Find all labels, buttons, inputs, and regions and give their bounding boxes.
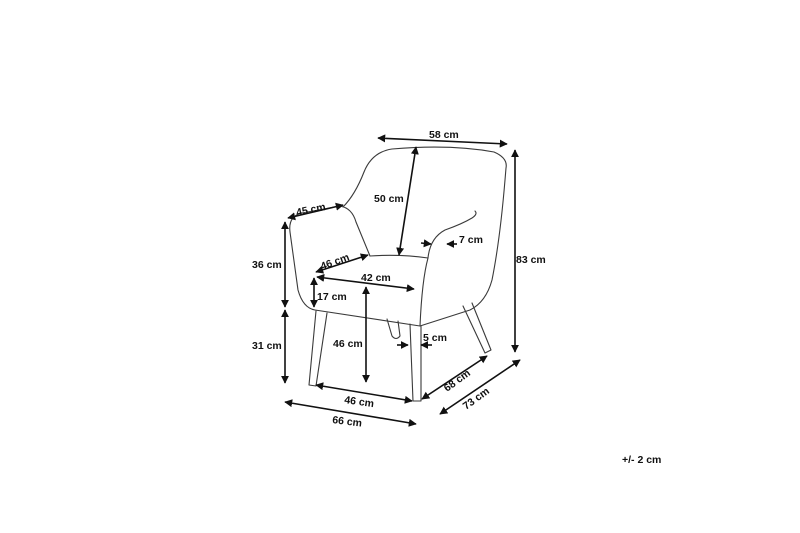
label-leg-width: 5 cm: [423, 332, 447, 344]
right-armrest: [419, 167, 507, 327]
label-depth: 68 cm: [442, 367, 473, 394]
label-seat-height: 46 cm: [333, 338, 363, 350]
label-seat-depth: 46 cm: [319, 251, 351, 272]
label-armrest-depth: 45 cm: [295, 201, 327, 219]
label-top-width: 58 cm: [429, 129, 459, 141]
chair-back: [342, 146, 507, 208]
label-total-width: 66 cm: [332, 414, 363, 430]
right-back-leg: [462, 302, 492, 354]
label-leg-span: 46 cm: [344, 394, 375, 410]
dimension-arrows: [281, 134, 521, 427]
chair-outline: [289, 146, 507, 402]
seat-top: [369, 254, 429, 259]
left-back-leg: [386, 318, 401, 340]
label-leg-height: 31 cm: [252, 340, 282, 352]
label-backrest-height: 50 cm: [374, 193, 404, 205]
seat-front: [314, 309, 421, 327]
left-front-leg: [308, 310, 328, 387]
label-seat-width: 42 cm: [361, 272, 391, 284]
label-seat-thickness: 17 cm: [317, 291, 347, 303]
right-front-leg: [409, 323, 422, 402]
label-armrest-height: 36 cm: [252, 259, 282, 271]
label-total-height: 83 cm: [516, 254, 546, 266]
tolerance-note: +/- 2 cm: [622, 454, 661, 466]
label-armrest-width: 7 cm: [459, 234, 483, 246]
